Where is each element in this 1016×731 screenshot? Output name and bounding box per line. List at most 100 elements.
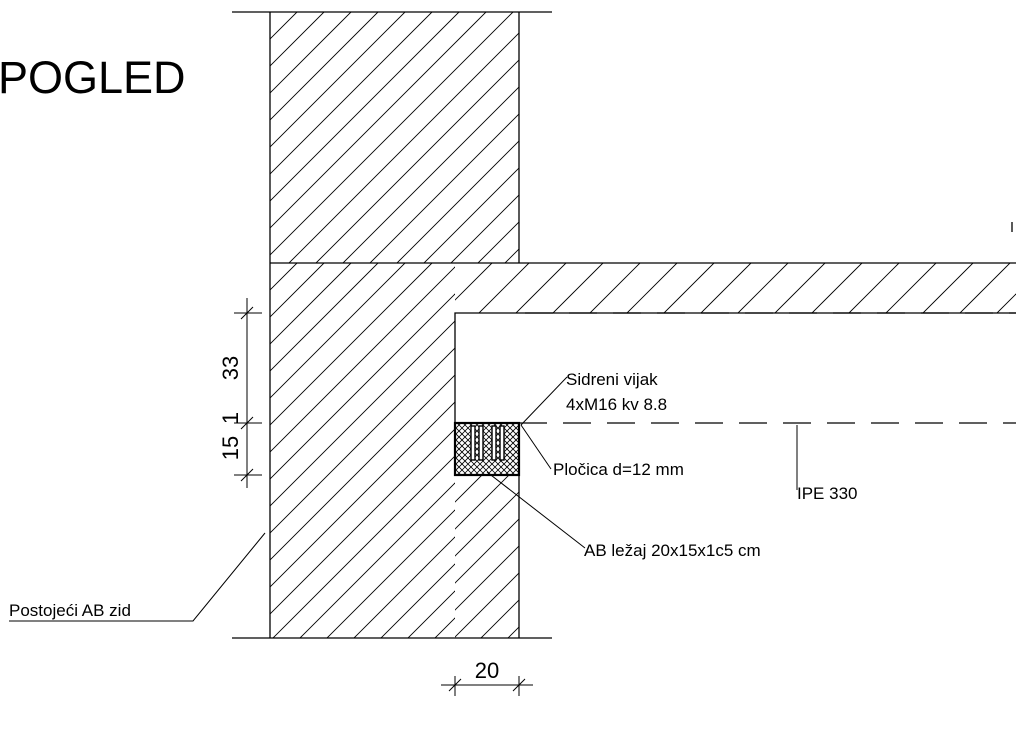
hatch-line [552,263,604,313]
hatch-line [775,12,1016,263]
hatch-line [270,401,455,588]
hatch-line [737,263,789,313]
hatch-line [455,475,456,476]
hatch-line [516,263,891,638]
dimension-bottom-value: 20 [475,658,499,683]
hatch-line [270,12,271,13]
vertical-dimension [234,298,262,488]
hatch-line [694,12,945,263]
hatch-line [270,266,455,453]
hatch-line [455,474,456,475]
hatch-line [840,263,1016,638]
hatch-line [885,263,937,313]
hatch-line [270,12,298,40]
hatch-line [270,428,455,615]
hatch-line [748,12,999,263]
hatch-line [368,263,418,313]
hatch-line [455,438,492,475]
anchor-bolt-label-line2: 4xM16 kv 8.8 [566,395,667,414]
anchor-bolts [470,425,505,461]
hatch-line [455,423,456,424]
hatch-line [959,263,1011,313]
hatch-line [270,263,433,426]
bearing-label: AB ležaj 20x15x1c5 cm [584,541,761,560]
hatch-line [597,263,972,638]
anchor-bolt-label-line1: Sidreni vijak [566,370,658,389]
wall-below-pad-hatch [265,475,519,638]
horizontal-dimension [441,676,533,696]
hatch-line [270,12,460,202]
hatch-line [270,12,487,229]
hatch-line [667,12,918,263]
plate-label: Pločica d=12 mm [553,460,684,479]
hatch-line [397,423,449,475]
page-title: POGLED [0,52,186,103]
hatch-line [342,86,519,263]
hatch-line [492,448,519,475]
structure-outline [232,11,1016,639]
hatch-line [504,248,519,263]
hatch-line [478,263,530,313]
hatch-line [396,140,519,263]
beam-label: IPE 330 [797,484,858,503]
hatch-line [434,617,455,638]
hatch-line [480,599,519,638]
hatch-line [586,12,837,263]
hatch-line [270,374,455,561]
hatch-line [270,12,325,67]
dimension-upper-value: 33 [218,356,243,380]
hatch-line [353,536,455,638]
hatch-line [288,32,519,263]
dimension-lower-value-b: 1 [218,412,243,424]
hatch-line [455,423,474,442]
hatch-line [270,263,406,399]
hatch-line [455,444,486,475]
existing-wall-label: Postojeći AB zid [9,601,131,620]
hatch-line [272,455,455,638]
hatch-line [848,263,900,313]
hatch-line [663,263,715,313]
hatch-line [732,263,1016,638]
hatch-line [498,454,519,475]
hatch-line [270,263,298,291]
hatch-line [455,426,504,475]
hatch-line [455,450,480,475]
hatch-line [270,12,379,121]
hatch-line [640,12,891,263]
hatch-line [299,482,455,638]
hatch-line [480,423,519,462]
hatch-line [786,263,1016,638]
hatch-line [678,263,1016,638]
hatch-line [613,12,864,263]
hatch-line [498,423,519,444]
hatch-line [265,475,428,638]
hatch-line [813,263,1016,638]
hatch-line [455,462,468,475]
hatch-line [759,263,1016,638]
hatch-line [0,12,243,263]
hatch-line [270,12,514,256]
hatch-line [455,518,519,584]
hatch-line [270,263,352,345]
hatch-line [455,423,468,436]
hatch-line [455,475,483,503]
wall-upper-hatch [0,12,1016,263]
hatch-line [559,12,810,263]
hatch-line [532,12,783,263]
hatch-line [315,59,519,263]
hatch-line [270,12,406,148]
hatch-line [455,545,519,611]
hatch-line [270,320,455,507]
hatch-line [270,263,379,372]
hatch-line [651,263,1016,638]
hatch-line [270,293,455,480]
hatch-line [774,263,826,313]
hatch-line [570,263,945,638]
bearing-pad [453,421,521,477]
hatch-line [270,12,433,175]
hatch-line [326,509,455,638]
hatch-line [700,263,752,313]
hatch-line [543,263,918,638]
hatch-line [455,475,510,530]
